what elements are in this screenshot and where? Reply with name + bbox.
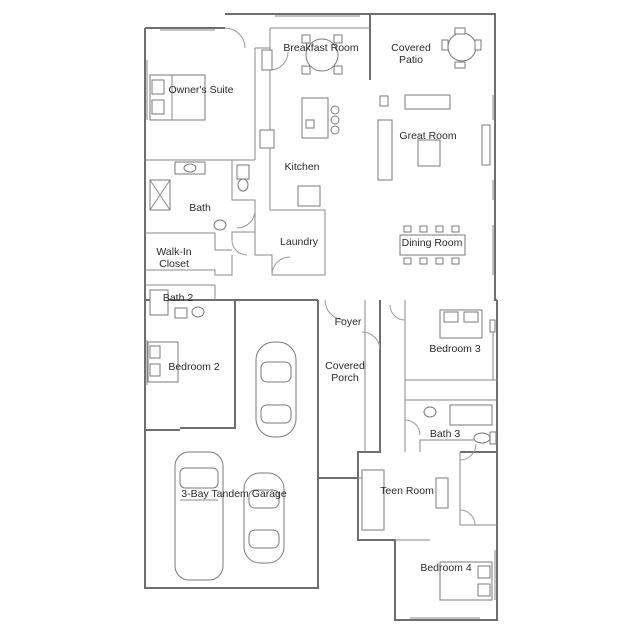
bedroom2-bed xyxy=(147,341,179,383)
label-kitchen: Kitchen xyxy=(284,161,319,173)
label-garage: 3-Bay Tandem Garage xyxy=(181,488,287,500)
label-bedroom-2: Bedroom 2 xyxy=(168,361,220,373)
exterior-walls xyxy=(144,13,498,621)
dining-table xyxy=(399,225,466,265)
label-walkin-closet-line1: Walk-In xyxy=(156,246,191,258)
owners-bath-fixtures xyxy=(149,161,250,231)
patio-table xyxy=(441,27,482,69)
teen-room-furniture xyxy=(361,469,449,531)
label-bath-3: Bath 3 xyxy=(430,428,461,440)
van-left xyxy=(174,451,224,581)
label-bath-2: Bath 2 xyxy=(163,292,194,304)
label-laundry: Laundry xyxy=(280,236,319,248)
bath2-fixtures xyxy=(149,289,205,319)
label-teen-room: Teen Room xyxy=(380,485,434,497)
bedroom4-bed xyxy=(439,561,493,601)
windows xyxy=(146,15,496,619)
label-bedroom-4: Bedroom 4 xyxy=(420,562,472,574)
owners-suite-bed xyxy=(149,74,206,121)
label-covered-porch-line1: Covered xyxy=(325,360,365,372)
room-labels: Breakfast Room Covered Patio Owner's Sui… xyxy=(156,42,480,574)
breakfast-table xyxy=(301,34,343,75)
label-covered-patio-line2: Patio xyxy=(399,54,423,66)
label-walkin-closet-line2: Closet xyxy=(159,258,189,270)
label-covered-patio-line1: Covered xyxy=(391,42,431,54)
label-bath: Bath xyxy=(189,202,211,214)
label-covered-porch-line2: Porch xyxy=(331,372,359,384)
label-foyer: Foyer xyxy=(335,316,362,328)
label-bedroom-3: Bedroom 3 xyxy=(429,343,481,355)
car-top xyxy=(255,341,297,438)
label-great-room: Great Room xyxy=(399,130,456,142)
kitchen-island xyxy=(259,49,340,207)
car-right xyxy=(243,472,285,564)
label-owners-suite: Owner's Suite xyxy=(168,84,233,96)
label-breakfast-room: Breakfast Room xyxy=(283,42,359,54)
doors xyxy=(224,27,477,526)
great-room-furniture xyxy=(377,94,491,181)
label-dining-room: Dining Room xyxy=(402,237,463,249)
bedroom3-bed xyxy=(439,309,496,339)
interior-walls xyxy=(145,27,497,541)
bath3-fixtures xyxy=(423,404,497,445)
